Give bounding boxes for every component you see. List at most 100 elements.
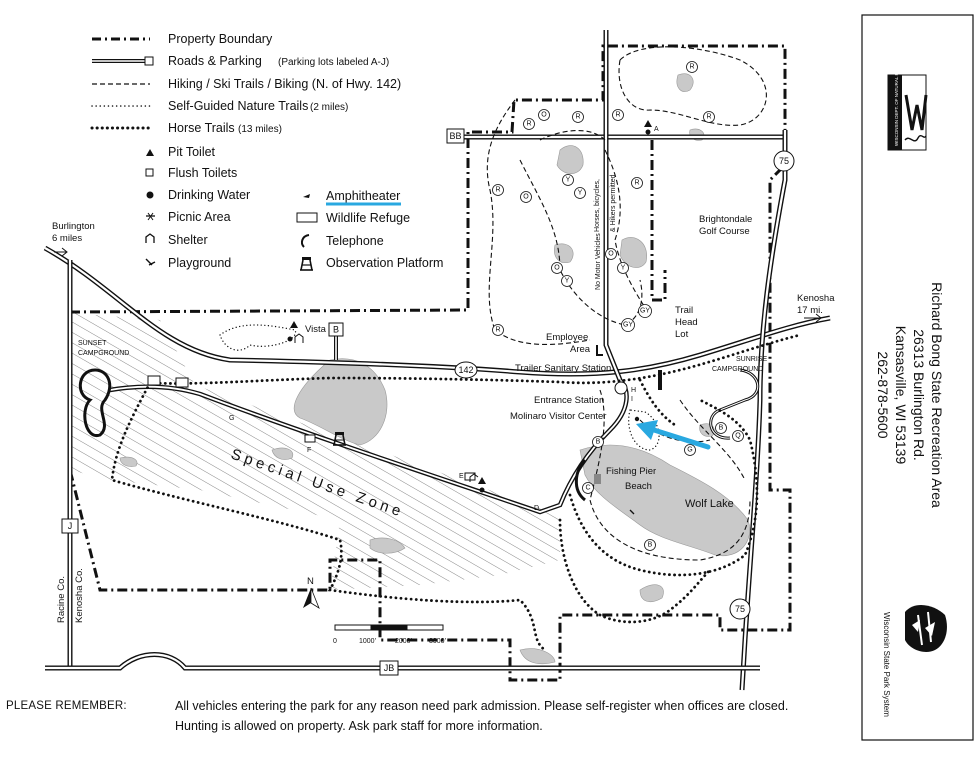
observation-platform-icon: [333, 432, 346, 446]
flush-toilet-icon: [145, 168, 154, 177]
legend-picnic-area-label: Picnic Area: [168, 210, 231, 224]
burlington-arrow-icon: [54, 247, 68, 257]
legend-roads-label: Roads & Parking: [168, 54, 262, 68]
drinking-water-icon: [645, 129, 651, 135]
dnr-logo-text: WISCONSIN DEPT. OF NATURAL RESOURCES: [894, 47, 899, 146]
dnr-logo: WISCONSIN DEPT. OF NATURAL RESOURCES: [887, 47, 928, 151]
wolf-lake-water: [579, 444, 750, 557]
playground-icon: [629, 509, 635, 515]
roads: [43, 30, 831, 691]
vista-label: Vista: [305, 324, 327, 335]
drinking-water-icon: [287, 336, 293, 342]
north-pond-4: [676, 73, 694, 92]
svg-text:R: R: [495, 327, 500, 334]
svg-text:G: G: [687, 447, 692, 454]
scale-bar: 0 1000' 2000' 3000': [333, 624, 446, 645]
svg-text:O: O: [541, 112, 547, 119]
employee-area-road: [596, 345, 603, 356]
legend-drinking-water-label: Drinking Water: [168, 188, 250, 202]
svg-text:GY: GY: [623, 322, 633, 329]
burlington-distance: 6 miles: [52, 233, 82, 244]
north-pond-1: [556, 145, 584, 174]
trail-marker-r: [686, 61, 698, 73]
footer-admission-notice: All vehicles entering the park for any r…: [175, 699, 789, 713]
svg-text:R: R: [615, 112, 620, 119]
svg-text:O: O: [523, 194, 529, 201]
small-pond-1: [271, 447, 294, 460]
legend-horse-note: (13 miles): [238, 124, 282, 135]
legend-nature-note: (2 miles): [310, 102, 348, 113]
svg-text:BB: BB: [449, 131, 461, 141]
amphitheater-icon: [303, 194, 310, 198]
legend-amphitheater-label: Amphitheater: [326, 189, 400, 203]
footer-please-remember: PLEASE REMEMBER:: [6, 700, 127, 712]
legend-horse-label: Horse Trails: [168, 121, 235, 135]
park-phone: 262-878-5600: [875, 351, 891, 438]
state-parks-logo: Wisconsin State Park System: [882, 604, 947, 717]
employee-label: Employee: [546, 332, 588, 343]
legend-hiking: Hiking / Ski Trails / Biking (N. of Hwy.…: [92, 77, 401, 91]
trail-marker-o: [520, 191, 532, 203]
trail-marker-o: [538, 109, 550, 121]
beach-label: Beach: [625, 481, 652, 492]
svg-text:JB: JB: [384, 663, 395, 673]
playground-icon: [145, 258, 156, 266]
parking-lot-sunset: [147, 375, 161, 386]
south-pond-2: [639, 584, 664, 603]
lot-b-vista-shield: B: [328, 322, 344, 337]
lot-g-label: G: [229, 415, 234, 422]
trail-marker-r: [523, 118, 535, 130]
legend-telephone-label: Telephone: [326, 234, 384, 248]
parking-lot-f: [304, 434, 316, 443]
north-label: N: [307, 576, 314, 587]
trail-head-label-3: Lot: [675, 329, 689, 340]
parking-lot-sunset-2: [175, 377, 189, 388]
sunrise-campground-label: SUNRISE: [736, 356, 767, 363]
hiking-trails: [486, 46, 767, 561]
hwy-75-north-shield: 75: [773, 150, 795, 172]
property-boundary: [68, 44, 792, 682]
park-name: Richard Bong State Recreation Area: [929, 282, 945, 508]
trail-marker-b: [644, 539, 656, 551]
pit-toilet-icon: [644, 120, 652, 127]
lot-i-label: I: [631, 396, 633, 403]
picnic-table-icon: [146, 212, 155, 221]
park-address: 26313 Burlington Rd.: [911, 329, 927, 461]
legend-horse: Horse Trails (13 miles): [90, 121, 282, 135]
trail-marker-r: [703, 111, 715, 123]
scale-label-3000: 3000': [429, 638, 446, 645]
hwy-j-shield: J: [61, 518, 79, 534]
svg-text:R: R: [706, 114, 711, 121]
drinking-water-icon: [634, 416, 640, 422]
svg-text:75: 75: [779, 156, 789, 166]
park-city: Kansasville, WI 53139: [893, 326, 909, 465]
info-panel: WISCONSIN DEPT. OF NATURAL RESOURCES Ric…: [861, 14, 974, 741]
shelter-icon: [469, 473, 479, 482]
trail-marker-y: [617, 262, 629, 274]
burlington-label: Burlington: [52, 221, 95, 232]
racine-county-label: Racine Co.: [56, 576, 67, 623]
trail-marker-o: [605, 248, 617, 260]
lot-h-label: H: [631, 387, 636, 394]
svg-text:O: O: [554, 265, 560, 272]
trail-marker-r: [492, 324, 504, 336]
legend-nature-label: Self-Guided Nature Trails: [168, 99, 308, 113]
legend-property-boundary: Property Boundary: [92, 32, 273, 46]
trail-marker-r: [572, 111, 584, 123]
trail-marker-c: [582, 482, 594, 494]
wildlife-refuge-swatch: [296, 212, 318, 223]
entrance-station-roundabout: [614, 381, 628, 395]
nature-trails: [219, 324, 660, 451]
north-pond-2: [619, 237, 647, 268]
trail-marker-r: [612, 109, 624, 121]
wolf-lake-label: Wolf Lake: [685, 498, 734, 510]
trail-marker-y: [562, 174, 574, 186]
kenosha-arrow-icon: [804, 313, 822, 323]
golf-course-label: Golf Course: [699, 226, 750, 237]
legend-pit-toilet-label: Pit Toilet: [168, 145, 216, 159]
hwy-142-shield: 142: [454, 361, 478, 379]
svg-text:Y: Y: [565, 278, 570, 285]
legend-roads: Roads & Parking (Parking lots labeled A-…: [92, 54, 389, 68]
trail-marker-labels: R R R R R O R O Y Y R O Y O Y R GY GY B …: [495, 64, 741, 549]
